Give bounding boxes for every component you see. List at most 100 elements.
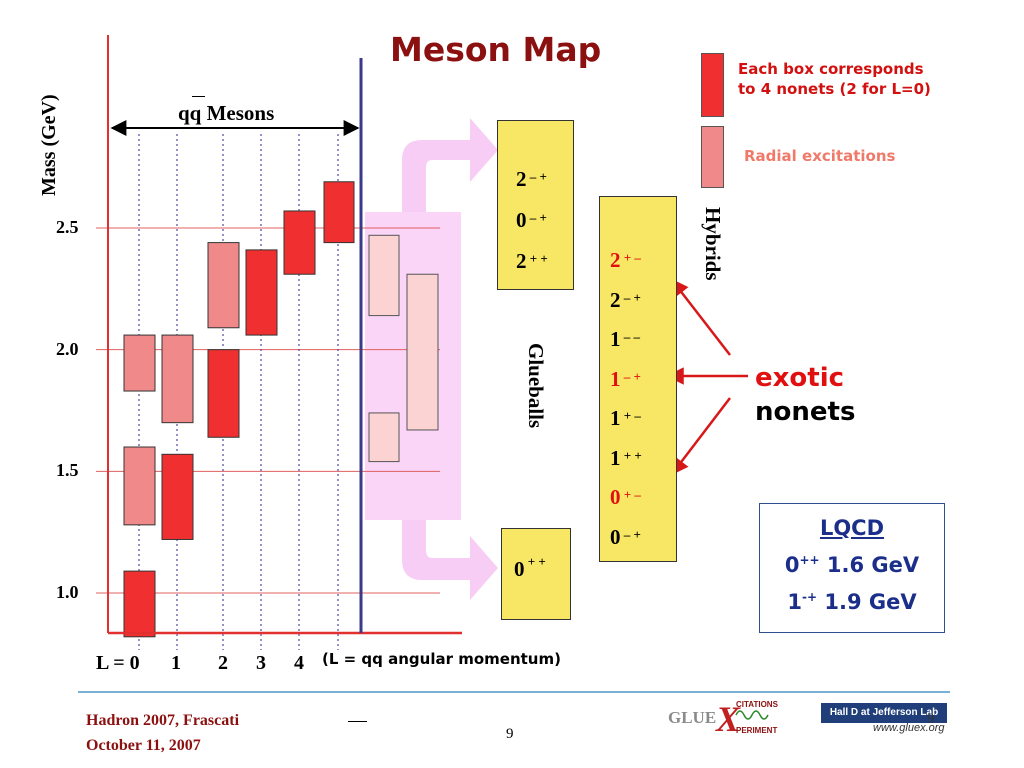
hybrid-state-exotic-j: 2 [610,248,621,272]
lqcd-mass: 1.9 GeV [824,590,917,614]
lqcd-box: LQCD 0++ 1.6 GeV 1-+ 1.9 GeV [759,503,945,633]
glueball-lower-box: 0 + + [501,528,571,620]
lqcd-state: 0 [784,553,800,577]
radial-meson-box [123,446,156,526]
glueball-lower-arrow [402,520,498,600]
glueball-state-j: 2 [516,167,527,191]
radial-meson-box [161,334,194,424]
glueball-state: 0 + + [514,554,570,582]
y-axis-label: Mass (GeV) [38,94,60,196]
ground-meson-box [207,349,240,438]
y-tick-label: 2.0 [56,338,79,359]
legend-ground-line2: to 4 nonets (2 for L=0) [738,80,931,98]
glueball-state: 2 + + [516,241,573,282]
hybrid-state: 1 + + [610,439,676,479]
ground-meson-box [123,570,156,638]
lqcd-state: 1 [787,590,802,614]
hybrid-state-exotic: 0 + – [610,478,676,518]
page-title: Meson Map [390,30,602,69]
glueball-upper-arrow [402,118,498,212]
glueball-state-j: 0 [514,557,525,581]
y-tick-label: 1.0 [56,582,79,602]
glueballs-label: Glueballs [524,343,548,429]
gluex-logo-sub1: CITATIONS [736,700,779,709]
legend-ground-line1: Each box corresponds [738,60,924,78]
glueball-state-j: 2 [516,249,527,273]
hybrid-state-pc: – + [620,289,641,305]
x-tick-2: 2 [218,652,228,674]
hybrid-state-pc: + + [620,447,642,463]
hybrid-state-exotic-pc: – + [620,368,641,384]
gluex-logo-x: X [715,699,741,737]
lqcd-row-0: 0++ 1.6 GeV [760,544,944,581]
hybrid-state-j: 1 [610,445,621,470]
hybrid-state-exotic: 1 – + [610,360,676,400]
glueball-state-pc: + + [526,251,548,266]
exotic-arrows [666,278,748,476]
hybrid-state-exotic-j: 0 [610,485,621,509]
ground-meson-box [323,181,355,244]
hybrid-state-exotic: 2 + – [610,241,676,281]
footer-dash [348,721,367,722]
hybrid-state: 2 – + [610,281,676,321]
lqcd-row-1: 1-+ 1.9 GeV [760,581,944,618]
lqcd-pc: -+ [802,590,818,604]
glueball-state: 0 – + [516,200,573,241]
legend-radial-text: Radial excitations [744,147,896,165]
hybrid-state-pc: + – [620,408,641,423]
x-tick-4: 4 [294,652,304,674]
ground-meson-box [283,210,316,275]
radial-meson-box [123,334,156,392]
antiquark-bar [192,96,205,97]
radial-meson-box [207,242,240,329]
legend-ground-text: Each box corresponds to 4 nonets (2 for … [738,59,931,99]
glueball-state-pc: + + [524,554,546,569]
x-tick-3: 3 [256,652,266,674]
glueball-state-pc: – + [526,169,547,184]
ground-meson-box [161,453,194,540]
glueball-upper-box: 2 – +0 – +2 + + [497,120,574,290]
glueball-state: 2 – + [516,159,573,200]
glueball-mass-box [368,234,400,317]
hybrid-state: 0 – + [610,518,676,558]
legend-ground-swatch [701,53,724,117]
lqcd-title: LQCD [819,516,885,540]
gluex-logo-sub2: PERIMENT [736,726,777,735]
hybrid-state-exotic-pc: + – [620,250,641,265]
mesons-label: qq Mesons [178,101,275,125]
legend-radial-swatch [701,126,724,188]
hybrid-state-j: 2 [610,287,621,312]
glueball-mass-box [406,273,439,431]
lab-url: www.gluex.org [873,722,945,734]
hybrid-state: 1 + – [610,399,676,439]
page-number: 9 [506,726,514,742]
lab-banner: Hall D at Jefferson Lab [821,703,947,723]
footer-divider [78,691,950,693]
glueball-mass-box [368,412,400,463]
page-number-corner: 9 [927,711,935,727]
hybrid-state-j: 0 [610,524,621,549]
gluex-logo-text: GLUE [668,708,716,727]
hybrids-label: Hybrids [701,207,725,281]
hybrid-state-pc: – – [620,329,640,344]
hybrid-state-pc: – + [620,526,641,542]
hybrid-state-j: 1 [610,327,621,351]
ground-meson-box [245,249,278,336]
x-axis-note: (L = qq angular momentum) [322,650,561,668]
nonets-word: nonets [755,397,856,427]
hybrid-state-exotic-pc: + – [620,487,641,502]
footer-line1: Hadron 2007, Frascati [86,712,240,729]
exotic-note: exotic nonets [755,361,855,429]
footer-line2: October 11, 2007 [86,737,201,754]
hybrid-state: 1 – – [610,320,676,360]
hybrid-state-j: 1 [610,406,621,430]
meson-map-chart [96,35,748,650]
lqcd-pc: ++ [799,553,820,567]
x-axis-label: L = 0 [96,652,140,674]
y-tick-label: 1.5 [56,460,79,481]
glueball-state-pc: – + [526,210,547,225]
hybrid-state-exotic-j: 1 [610,366,621,391]
exotic-word: exotic [755,363,845,393]
footer-event: Hadron 2007, Frascati October 11, 2007 [86,708,239,758]
glueball-state-j: 0 [516,208,527,232]
